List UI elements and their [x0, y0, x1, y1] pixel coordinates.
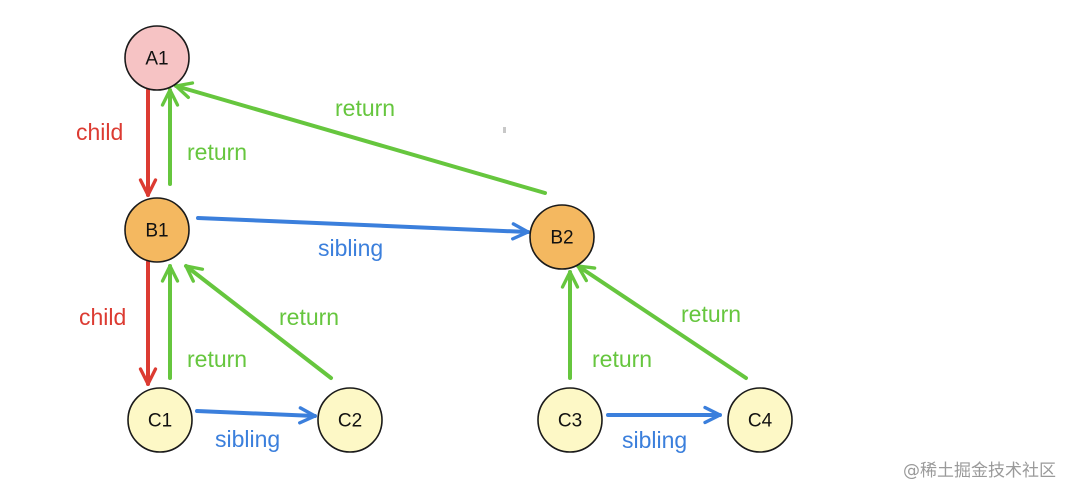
node-a1: A1	[124, 25, 190, 91]
node-c1: C1	[127, 387, 193, 453]
node-circle	[529, 204, 595, 270]
return-label: return	[681, 301, 741, 327]
edge-b2-return-a1	[174, 81, 547, 195]
node-c4: C4	[727, 387, 793, 453]
node-label: C4	[748, 411, 773, 432]
node-c2: C2	[317, 387, 383, 453]
node-label: B2	[550, 228, 573, 249]
node-circle	[317, 387, 383, 453]
node-circle	[727, 387, 793, 453]
edge-c1-sibling-c2	[195, 406, 317, 425]
edges-layer	[138, 81, 748, 425]
sibling-label: sibling	[622, 427, 687, 453]
sibling-label: sibling	[318, 235, 383, 261]
stray-mark	[503, 127, 506, 133]
node-label: C1	[148, 411, 172, 432]
edge-c2-return-b1	[184, 264, 333, 380]
edge-c4-return-b2	[576, 264, 748, 380]
node-circle	[537, 387, 603, 453]
node-label: C2	[338, 411, 362, 432]
node-b1: B1	[124, 197, 190, 263]
node-label: A1	[145, 49, 168, 70]
sibling-label: sibling	[215, 426, 280, 452]
edge-labels-layer: child return return sibling child return retur…	[76, 95, 741, 453]
return-label: return	[592, 346, 652, 372]
node-circle	[124, 25, 190, 91]
node-label: C3	[558, 411, 582, 432]
node-c3: C3	[537, 387, 603, 453]
node-circle	[124, 197, 190, 263]
return-label: return	[187, 346, 247, 372]
return-label: return	[187, 139, 247, 165]
child-label: child	[79, 304, 126, 330]
return-label: return	[279, 304, 339, 330]
return-label: return	[335, 95, 395, 121]
watermark: @稀土掘金技术社区	[903, 461, 1056, 481]
edge-b1-sibling-b2	[196, 216, 530, 241]
node-label: B1	[145, 221, 168, 242]
node-b2: B2	[529, 204, 595, 270]
child-label: child	[76, 119, 123, 145]
node-circle	[127, 387, 193, 453]
